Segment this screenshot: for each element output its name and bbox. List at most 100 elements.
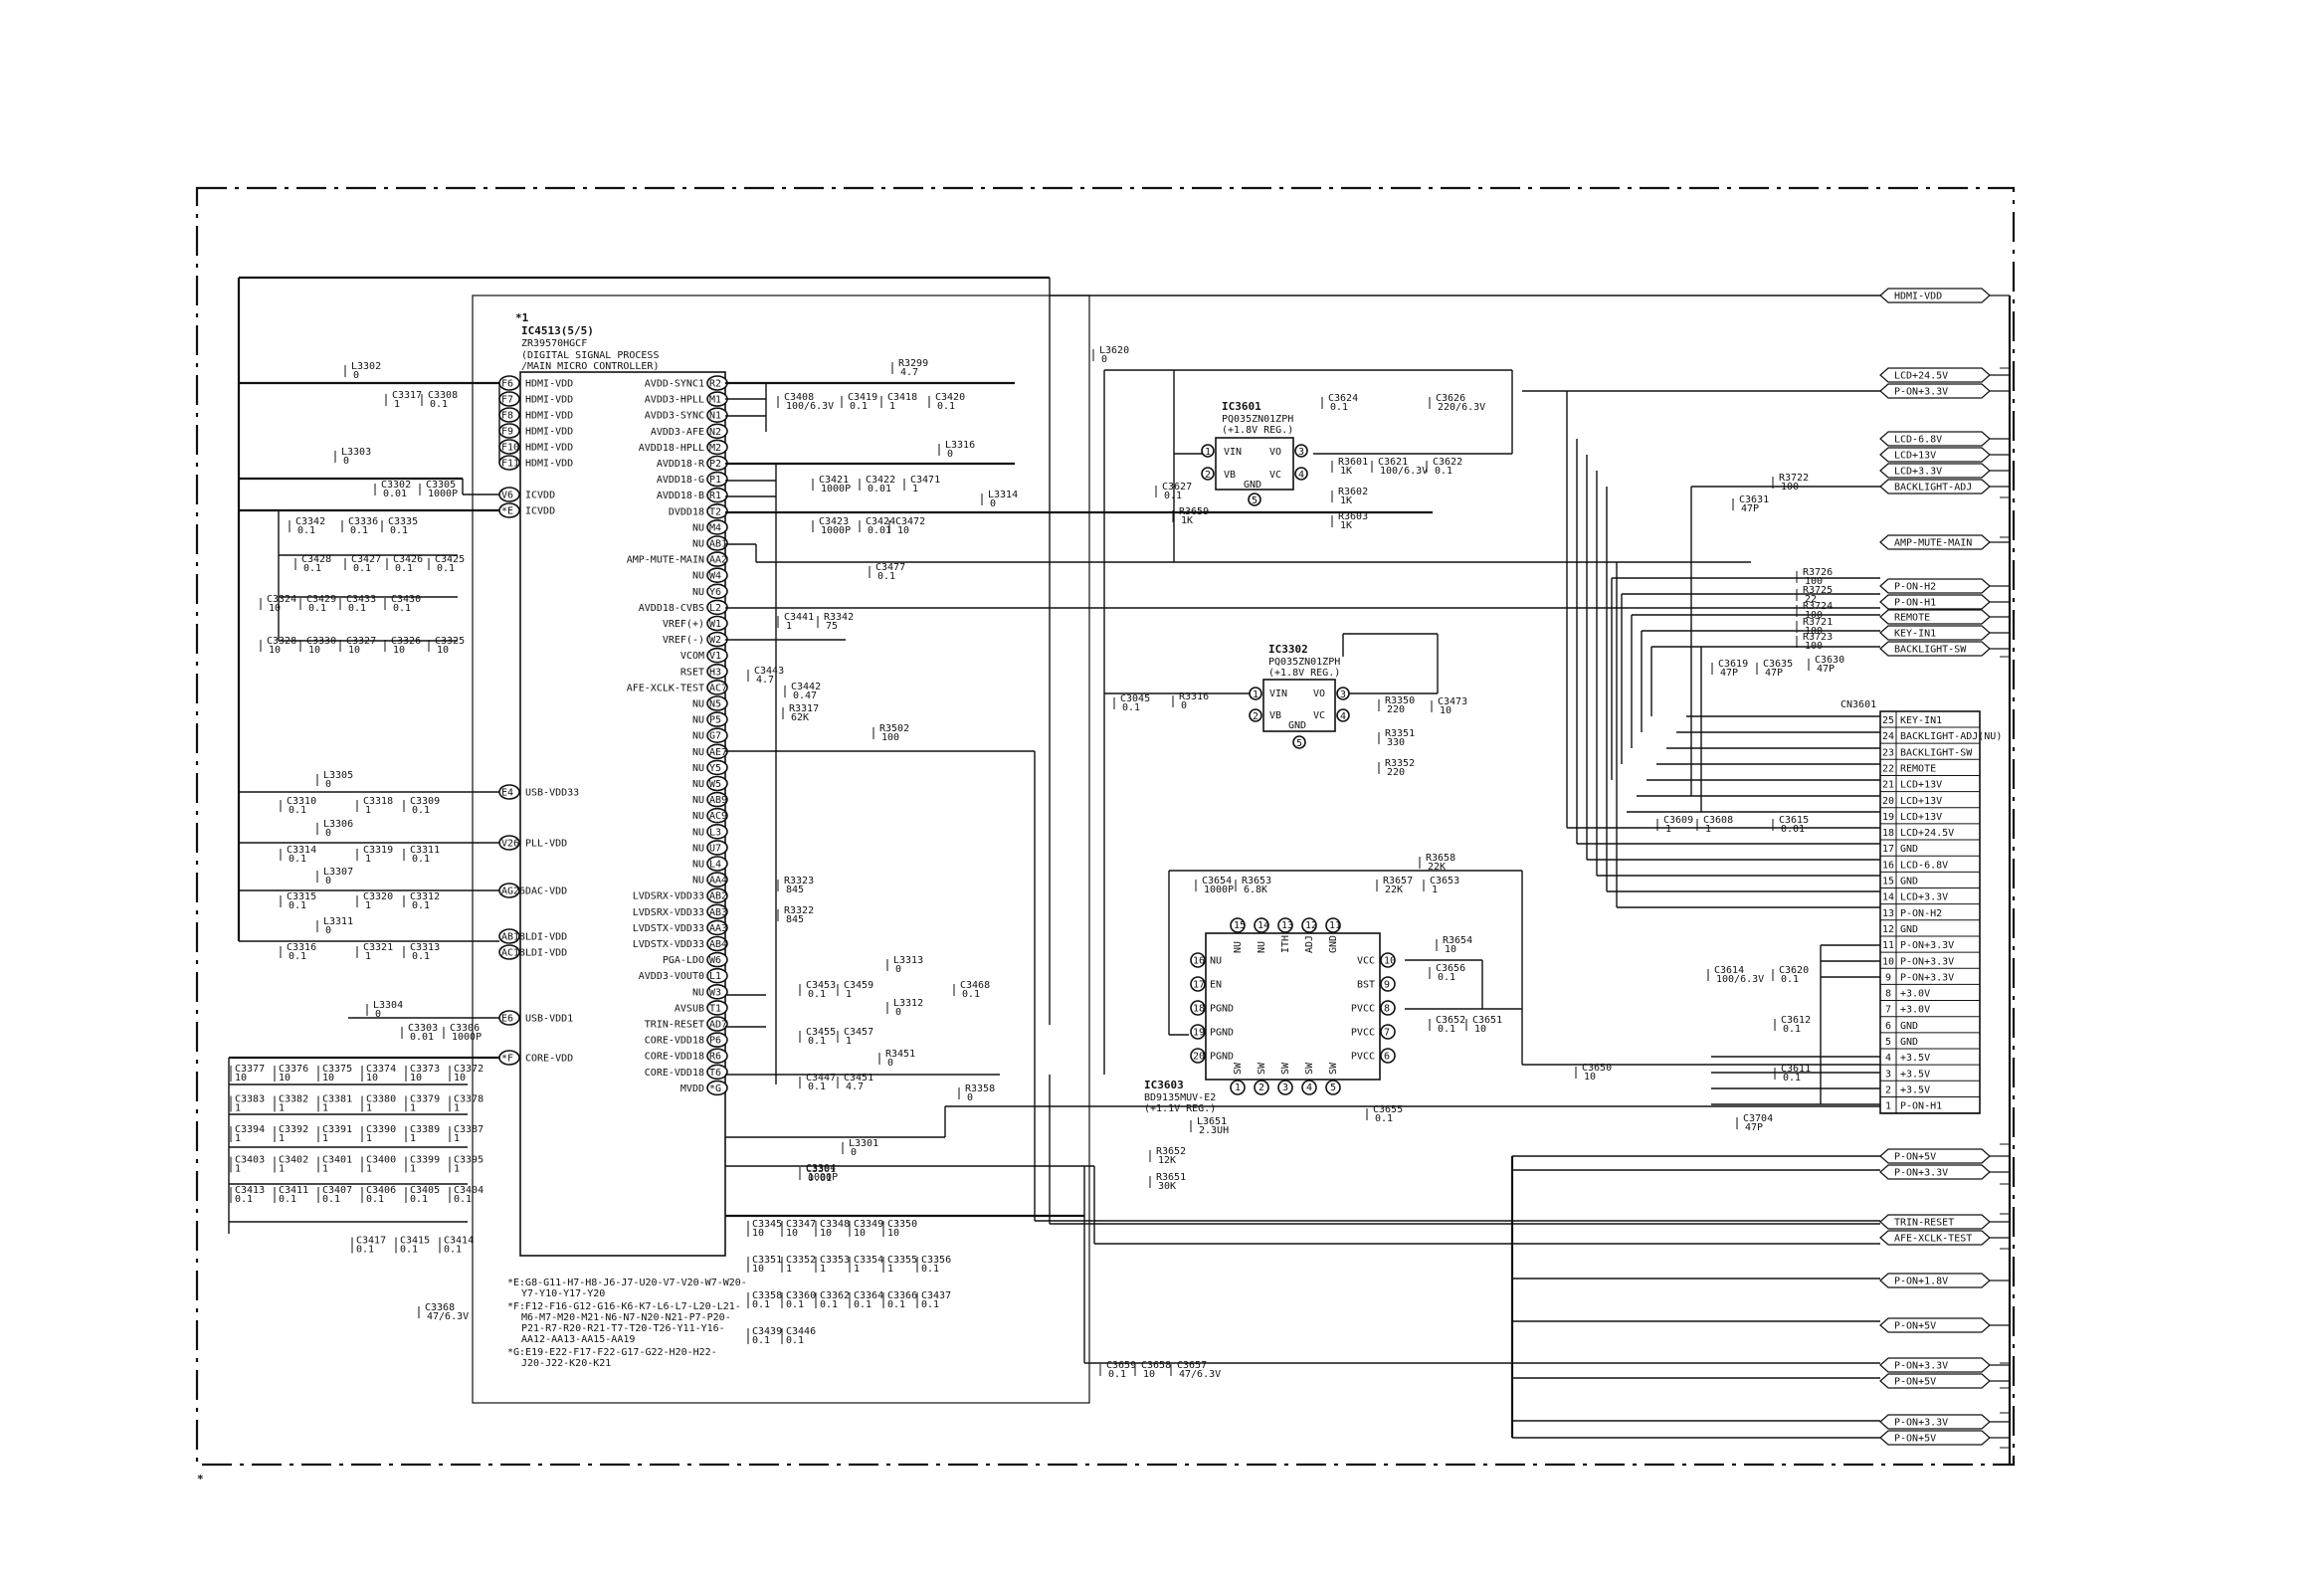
ic4513-ball-label: T2 (709, 506, 721, 517)
component-value: 0.1 (437, 563, 455, 574)
ic4513-ball-label: AA4 (709, 876, 727, 886)
ic4513-note-line: *F:F12-F16-G12-G16-K6-K7-L6-L7-L20-L21- (507, 1301, 741, 1312)
ic4513-ball-label: AE7 (709, 747, 727, 758)
component-ref: C3657 (1177, 1360, 1207, 1371)
component-value: 1000P (452, 1032, 482, 1043)
ic4513-ball-label: F10 (501, 443, 519, 454)
off-page-connector-label: P-ON+5V (1894, 1152, 1936, 1163)
core-cap-ref: C3407 (322, 1185, 352, 1196)
ic4513-ball (706, 919, 728, 936)
mvdd-cap-value: 1 (887, 1264, 893, 1275)
ic3603-pin-name: SW (1328, 1062, 1339, 1075)
ic4513-ball-label: E6 (501, 1014, 513, 1025)
ic3603-pin-number: 3 (1282, 1083, 1288, 1093)
mvdd-cap-value: 0.1 (921, 1264, 939, 1275)
core-cap-value: 0.1 (279, 1194, 296, 1205)
component-ref: C3421 (819, 475, 849, 486)
bus-bracket (2000, 367, 2011, 498)
component-ref: R3723 (1803, 632, 1833, 643)
svg-text:4: 4 (1298, 470, 1304, 481)
ic3603-pin-name: ADJ (1304, 935, 1315, 953)
ic3603-pin-number: 18 (1193, 1004, 1205, 1015)
component-ref: C3608 (1703, 815, 1733, 826)
component-ref: R3358 (965, 1084, 995, 1094)
component-ref: R3316 (1179, 691, 1209, 702)
component-ref: R3652 (1156, 1146, 1186, 1157)
cn3601-pin-name: P-ON-H2 (1900, 908, 1942, 919)
core-cap-value: 0.1 (410, 1194, 428, 1205)
core-cap-value: 10 (366, 1073, 378, 1084)
ic4513-pin-name: NU (692, 715, 704, 726)
ic4513-pin-name: AVDD18-HPLL (639, 443, 704, 454)
component-ref: C3422 (866, 475, 895, 486)
component-ref: C3614 (1714, 965, 1744, 976)
ic3601-reg: (+1.8V REG.) (1222, 425, 1293, 436)
component-value: 1K (1340, 495, 1352, 506)
bus-bracket (2000, 1412, 2011, 1449)
ic3603-pin-name: GND (1328, 935, 1339, 953)
mvdd-cap-ref: C3354 (854, 1255, 883, 1266)
off-page-connector-label: P-ON+5V (1894, 1434, 1936, 1445)
ic3603-pin-name: NU (1233, 941, 1244, 953)
component-ref: C3652 (1436, 1015, 1465, 1026)
core-cap-value: 0.1 (356, 1245, 374, 1256)
component-value: 0.1 (1330, 402, 1348, 413)
component-ref: C3312 (410, 891, 440, 902)
ic4513-pin-name: CORE-VDD18 (645, 1036, 704, 1047)
component-ref: L3302 (351, 361, 381, 372)
component-ref: C3319 (363, 845, 393, 856)
ic4513-ball (706, 775, 728, 792)
component-value: 1 (1432, 885, 1438, 895)
component-value: 0 (895, 964, 901, 975)
ic4513-pin-name: NU (692, 539, 704, 550)
cn3601-pin-number: 5 (1885, 1037, 1891, 1048)
component-value: 100 (1805, 610, 1823, 621)
component-value: 47P (1741, 503, 1759, 514)
core-cap-ref: C3400 (366, 1155, 396, 1166)
off-page-connector-label: LCD+24.5V (1894, 371, 1948, 382)
component-ref: C3327 (346, 636, 376, 647)
component-value: 0 (967, 1092, 973, 1103)
component-value: 100/6.3V (1716, 974, 1764, 985)
ic3603-pin (1190, 1000, 1206, 1016)
mvdd-cap-ref: C3362 (820, 1290, 850, 1301)
off-page-connector-label: REMOTE (1894, 613, 1930, 624)
ic4513-ball-label: AD7 (709, 1020, 727, 1031)
ic4513-ball (706, 1048, 728, 1064)
off-page-connector-label: P-ON+5V (1894, 1321, 1936, 1332)
ic4513-ball-label: P6 (709, 1036, 721, 1047)
cn3601-pin-name: BACKLIGHT-SW (1900, 747, 1973, 758)
ic4513-ball-label: W4 (709, 571, 721, 582)
core-cap-ref: C3394 (235, 1124, 265, 1135)
ic4513-ball (706, 519, 728, 535)
mvdd-cap-ref: C3351 (752, 1255, 782, 1266)
component-ref: R3721 (1803, 617, 1833, 628)
component-ref: C3473 (1438, 696, 1467, 707)
ic4513-pin-name: VREF(+) (663, 619, 704, 630)
ic4513-ball (498, 944, 520, 960)
ic4513-ball-label: *F (501, 1054, 513, 1065)
cn3601-pin-name: +3.0V (1900, 1005, 1930, 1016)
component-ref: C3656 (1436, 963, 1465, 974)
mvdd-cap-ref: C3352 (786, 1255, 816, 1266)
ic4513-ball-label: E4 (501, 788, 513, 799)
component-value: 330 (1387, 737, 1405, 748)
core-cap-value: 1 (279, 1103, 285, 1114)
component-ref: R3724 (1803, 601, 1833, 612)
svg-text:VO: VO (1313, 689, 1325, 699)
component-ref: L3651 (1197, 1116, 1227, 1127)
component-value: 75 (826, 621, 838, 632)
svg-text:VC: VC (1313, 710, 1325, 721)
component-value: 10 (437, 645, 449, 656)
mvdd-cap-value: 0.1 (752, 1299, 770, 1310)
core-cap-value: 1 (235, 1133, 241, 1144)
core-cap-ref: C3415 (400, 1236, 430, 1247)
ic4513-pin-name: AFE-XCLK-TEST (627, 683, 704, 693)
cn3601-pin-name: GND (1900, 877, 1918, 887)
component-ref: C3619 (1718, 659, 1748, 670)
ic4513-ball-label: N1 (709, 411, 721, 422)
component-value: 2.3UH (1199, 1125, 1229, 1136)
component-value: 1000P (808, 1172, 838, 1183)
ic4513-ball-label: W3 (709, 987, 721, 998)
component-ref: C3611 (1781, 1064, 1811, 1075)
